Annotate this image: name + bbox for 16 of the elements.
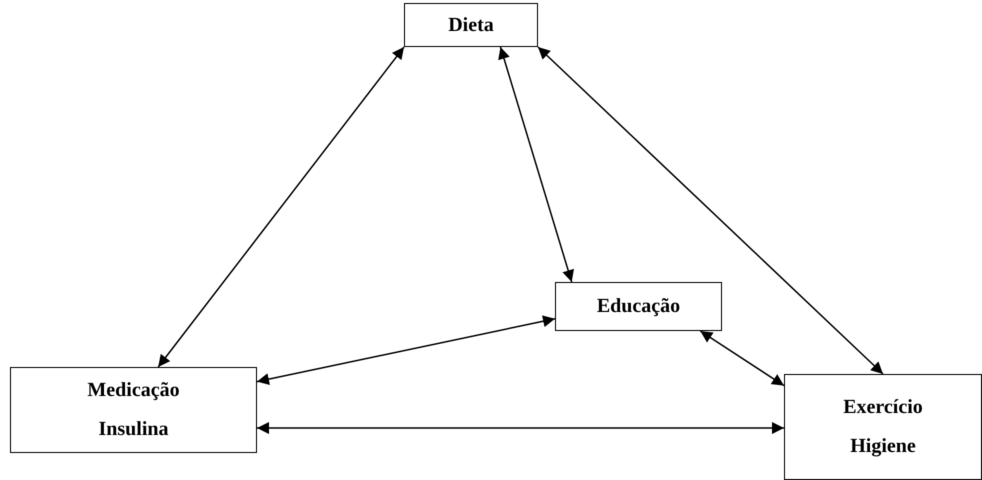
double-arrow [700, 330, 784, 386]
double-arrow [256, 315, 556, 386]
box-label: Exercício [843, 396, 923, 419]
text-box [555, 282, 722, 331]
double-arrow [158, 46, 405, 368]
box-label: Insulina [98, 418, 169, 441]
double-arrow [257, 422, 784, 434]
box-label: Educação [596, 295, 680, 318]
box-label: Medicação [87, 379, 180, 402]
double-arrow [537, 46, 884, 375]
box-label: Dieta [448, 14, 494, 36]
text-box [10, 367, 257, 453]
text-box [404, 3, 538, 47]
double-arrow [498, 46, 574, 282]
box-label: Higiene [850, 435, 916, 458]
text-box [784, 374, 982, 480]
